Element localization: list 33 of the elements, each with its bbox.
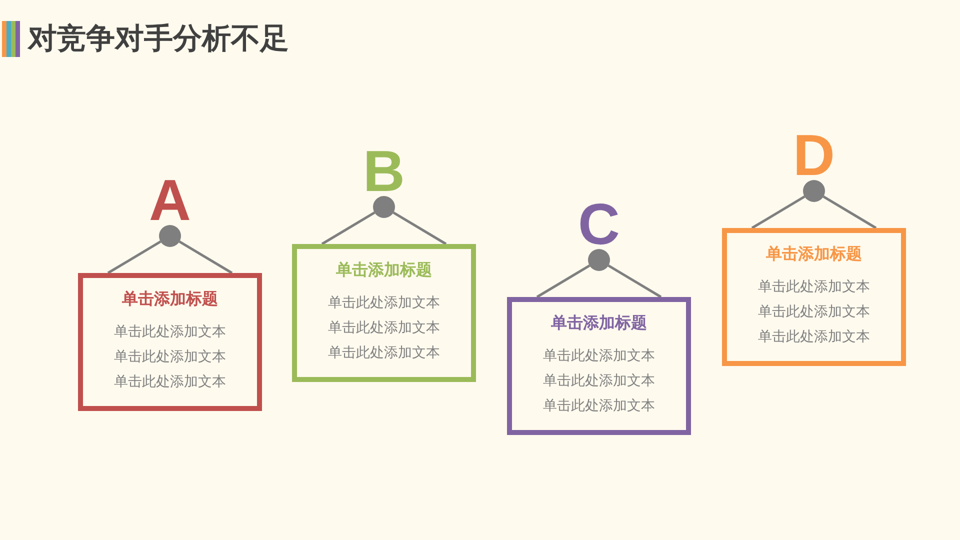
hanger-line (536, 264, 590, 298)
card-text: 单击此处添加文本 (543, 396, 655, 416)
card-text: 单击此处添加文本 (328, 294, 440, 312)
hanger-line (608, 264, 662, 298)
sign-card (507, 297, 691, 435)
card-text: 单击此处添加文本 (114, 322, 226, 342)
card-text: 单击此处添加文本 (114, 348, 226, 366)
card-title: 单击添加标题 (336, 259, 432, 281)
sign-letter: C (578, 203, 620, 247)
sign-letter: B (363, 150, 405, 194)
hanger-line (751, 196, 806, 230)
card-title: 单击添加标题 (122, 288, 218, 310)
card-text: 单击此处添加文本 (758, 328, 870, 346)
hanger-line (822, 196, 877, 230)
card-title: 单击添加标题 (766, 243, 862, 265)
page-title: 对竞争对手分析不足 (28, 20, 289, 56)
card-text: 单击此处添加文本 (543, 346, 655, 366)
card-text: 单击此处添加文本 (758, 278, 870, 296)
hanger-line (107, 240, 162, 274)
card-text: 单击此处添加文本 (758, 302, 870, 322)
card-text: 单击此处添加文本 (328, 318, 440, 338)
card-title: 单击添加标题 (551, 312, 647, 334)
sign-card (292, 244, 476, 382)
sign-card (78, 273, 262, 411)
hanger-line (178, 240, 233, 274)
card-text: 单击此处添加文本 (543, 372, 655, 390)
sign-card (722, 228, 906, 366)
card-text: 单击此处添加文本 (328, 344, 440, 362)
hanger-line (321, 212, 376, 246)
card-text: 单击此处添加文本 (114, 372, 226, 392)
sign-letter: D (793, 134, 835, 178)
hanger-line (392, 212, 447, 246)
sign-letter: A (149, 179, 191, 223)
